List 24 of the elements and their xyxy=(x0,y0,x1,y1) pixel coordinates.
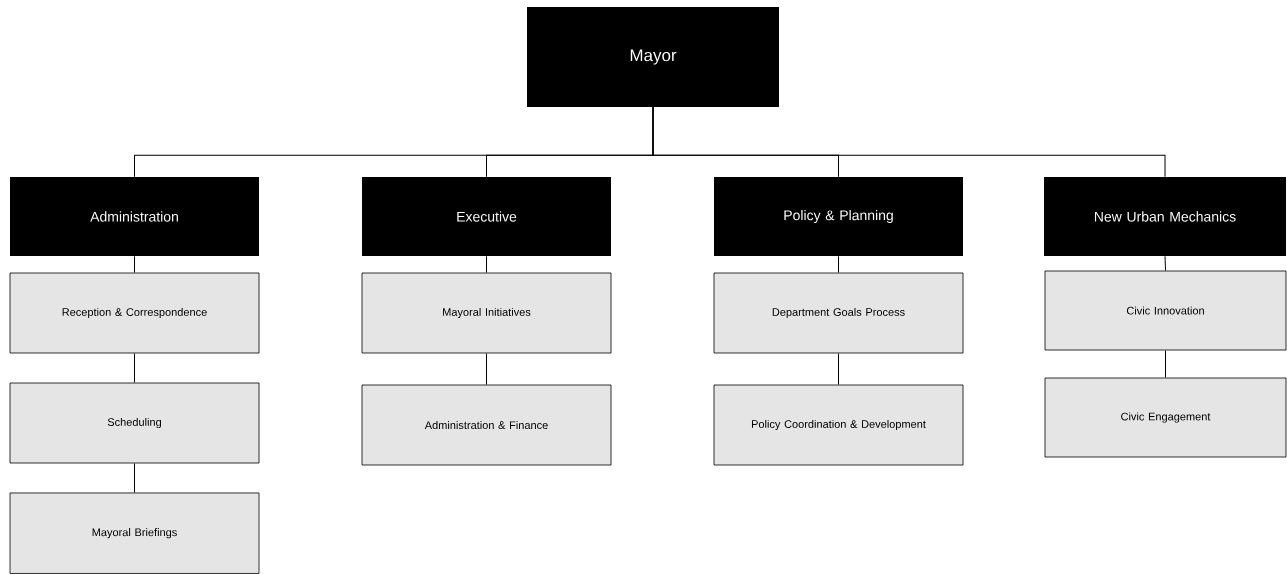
connector-line xyxy=(652,106,1166,178)
connector-line xyxy=(1164,255,1166,272)
unit-box: Department Goals Process xyxy=(713,272,964,354)
unit-box: Mayoral Initiatives xyxy=(361,272,612,354)
unit-box: Civic Engagement xyxy=(1044,377,1287,458)
connector-line xyxy=(486,255,487,274)
unit-box: Civic Innovation xyxy=(1044,270,1287,351)
connector-line xyxy=(838,255,839,274)
connector-line xyxy=(838,352,839,386)
connector-line xyxy=(134,255,135,274)
department-box: Policy & Planning xyxy=(714,177,963,256)
unit-box: Administration & Finance xyxy=(361,384,612,466)
unit-box: Reception & Correspondence xyxy=(9,272,260,354)
department-box: Executive xyxy=(362,177,611,256)
connector-line xyxy=(486,352,487,386)
unit-box: Policy Coordination & Development xyxy=(713,384,964,466)
department-box: New Urban Mechanics xyxy=(1044,177,1286,256)
connector-line xyxy=(1165,349,1166,379)
unit-box: Mayoral Briefings xyxy=(9,492,260,574)
unit-box: Scheduling xyxy=(9,382,260,464)
department-box: Administration xyxy=(10,177,259,256)
org-box: Mayor xyxy=(527,7,779,107)
connector-line xyxy=(134,352,135,384)
connector-line xyxy=(134,462,135,494)
